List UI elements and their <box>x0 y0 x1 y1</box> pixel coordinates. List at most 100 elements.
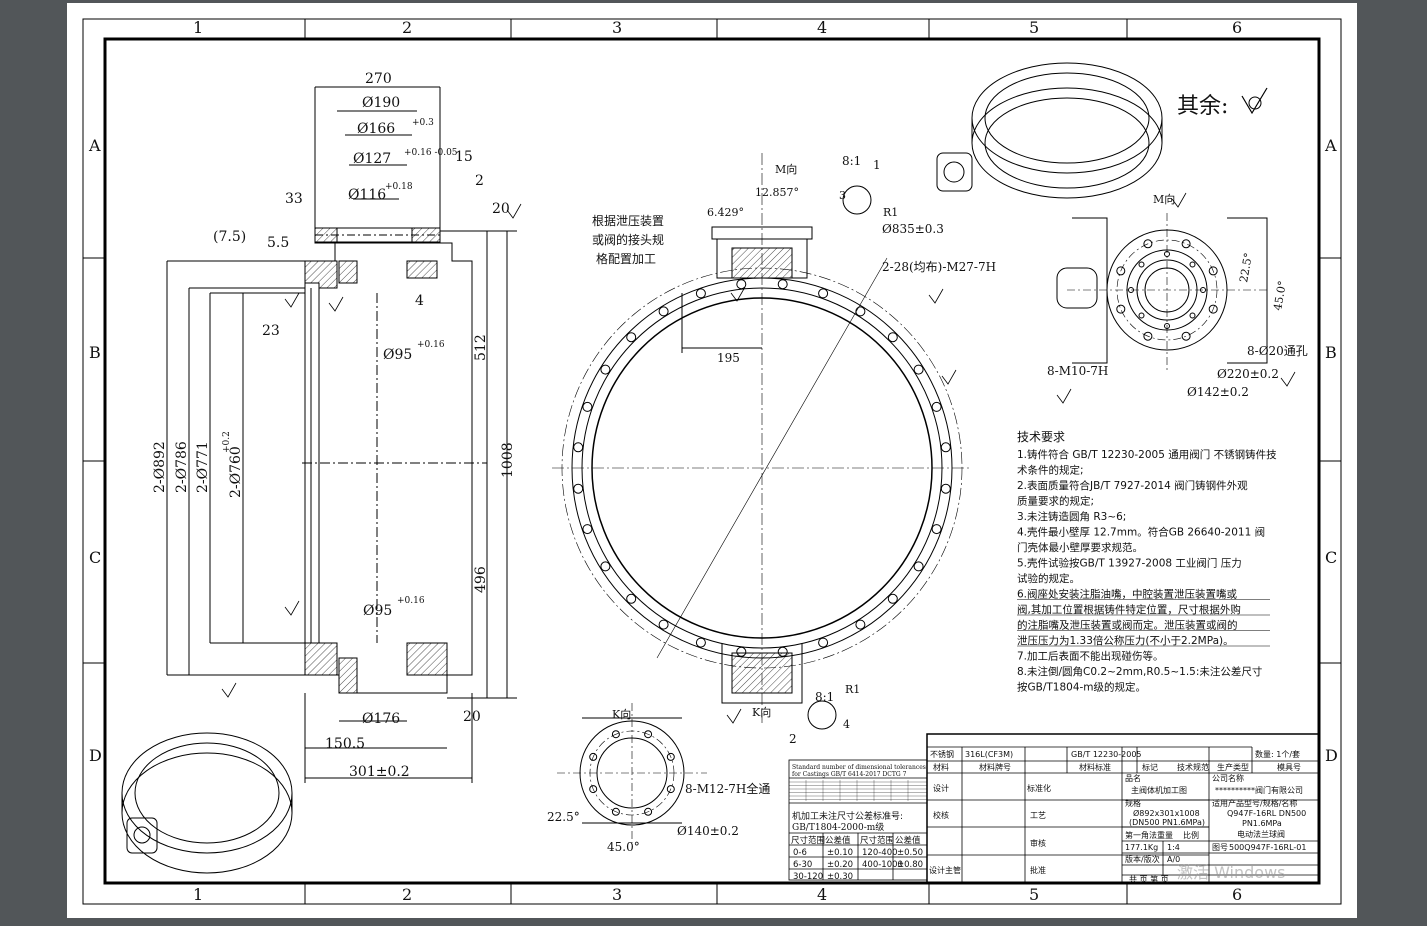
dim-95b: Ø95 <box>363 603 392 619</box>
tb-spec1: Ø892x301x1008 <box>1133 808 1200 818</box>
tb-version: 版本/版次 <box>1125 854 1160 864</box>
detail-3: 3 <box>839 189 846 202</box>
tb-prod2: PN1.6MPa <box>1242 819 1282 828</box>
detail-scale2: 8:1 <box>815 690 834 704</box>
m-view <box>1056 213 1268 373</box>
tol-cell: ±0.20 <box>827 860 853 870</box>
bolt-hole <box>913 561 924 572</box>
zone-col-3-top: 3 <box>612 18 622 37</box>
m-angle-45: 45.0° <box>1271 280 1289 312</box>
dim-150-5: 150.5 <box>325 736 365 752</box>
tb-approve: 批准 <box>1030 865 1046 875</box>
bolt-hole <box>931 524 942 535</box>
zone-col-6-top: 6 <box>1232 18 1242 37</box>
tb-model-v: 500Q947F-16RL-01 <box>1229 843 1306 852</box>
tech-line: 3.未注铸造圆角 R3~6; <box>1017 510 1126 523</box>
zone-row-C-left: C <box>89 548 101 567</box>
tol-header: 尺寸范围 <box>860 835 894 846</box>
zone-col-4-top: 4 <box>817 18 827 37</box>
tol-cell: 120-400 <box>862 848 898 858</box>
tb-hdr-1: 材料牌号 <box>979 762 1011 772</box>
bolt-hole <box>777 646 788 657</box>
tb-hdr-6: 模具号 <box>1277 762 1301 772</box>
tb-audit: 审核 <box>1030 838 1046 848</box>
zone-col-1-top: 1 <box>193 18 203 37</box>
roughness-symbol-icon <box>1280 371 1296 387</box>
tol-cell: 400-1000 <box>862 860 903 870</box>
bolt-holes <box>573 279 951 657</box>
dim-166: Ø166 <box>357 121 395 137</box>
tb-weight-v: 177.1Kg <box>1125 843 1158 852</box>
finish-symbol-icon <box>1241 87 1268 115</box>
bolt-hole <box>940 442 951 453</box>
dim-116: Ø116 <box>348 187 386 203</box>
detail-scale: 8:1 <box>842 154 861 168</box>
tech-line: 5.壳件试验按GB/T 13927-2008 工业阀门 压力 <box>1017 557 1242 570</box>
k-view <box>557 703 707 843</box>
m-thread-hole <box>1138 261 1145 268</box>
surface-finish-label: 其余: <box>1177 94 1228 119</box>
tech-line: 试验的规定。 <box>1017 572 1080 585</box>
tb-hdr-4: 技术规范 <box>1177 762 1209 772</box>
tol-cell: 0-6 <box>793 848 807 858</box>
bolt-hole <box>626 332 637 343</box>
tol-caption1: Standard number of dimensional tolerance… <box>792 764 926 771</box>
tb-model: 图号 <box>1212 843 1228 852</box>
zone-row-A-left: A <box>88 136 101 155</box>
detail-r1b: R1 <box>845 683 860 696</box>
roughness-symbol-icon <box>1056 388 1072 404</box>
roughness-symbol-icon <box>506 203 522 219</box>
tb-std-check: 标准化 <box>1027 783 1051 793</box>
zone-row-C-right: C <box>1325 548 1337 567</box>
k-hole <box>666 785 675 794</box>
dim-760-tol: +0.2 <box>222 431 232 453</box>
tol-cell: ±0.10 <box>827 848 853 858</box>
dim-33: 33 <box>285 191 303 207</box>
m-view-title: M向 <box>1153 192 1175 206</box>
m-view-arrow: M向 <box>775 162 797 176</box>
tol-caption4: GB/T1804-2000-m级 <box>792 821 884 833</box>
bolt-hole <box>600 561 611 572</box>
bolt-hole <box>931 401 942 412</box>
bolt-hole <box>600 364 611 375</box>
tb-design: 设计 <box>933 783 949 793</box>
tol-header: 公差值 <box>895 835 921 846</box>
tolerance-table <box>788 759 928 881</box>
tech-line: 阀,其加工位置根据铸件特定位置，尺寸根据外购 <box>1017 603 1241 616</box>
detail-1: 1 <box>873 158 881 172</box>
k-dim-140: Ø140±0.2 <box>677 824 739 838</box>
iso-view-bottom <box>121 732 293 874</box>
m-hole <box>1181 331 1191 341</box>
note-line3: 格配置加工 <box>596 251 656 266</box>
tol-cell: 30-120 <box>793 872 823 882</box>
bolt-hole <box>855 306 866 317</box>
tb-process: 工艺 <box>1030 811 1046 820</box>
k-hole <box>611 730 620 739</box>
m-hole <box>1143 239 1153 249</box>
zone-col-5-bottom: 5 <box>1029 885 1039 904</box>
tb-weight: 重量 <box>1157 830 1173 840</box>
tol-cell: ±0.80 <box>897 860 923 870</box>
dim-95b-tol: +0.16 <box>397 596 425 606</box>
dim-166-tol: +0.3 <box>412 118 434 128</box>
bolt-hole <box>582 401 593 412</box>
dim-4: 4 <box>415 293 424 309</box>
tb-prod1: Q947F-16RL DN500 <box>1227 809 1306 818</box>
zone-row-D-right: D <box>1325 746 1338 765</box>
zone-col-1-bottom: 1 <box>193 885 203 904</box>
tech-line: 术条件的规定; <box>1017 464 1084 477</box>
m-hole <box>1116 304 1126 314</box>
bolt-hole <box>887 332 898 343</box>
roughness-symbol-icon <box>941 369 957 385</box>
k-hole <box>644 730 653 739</box>
zone-col-4-bottom: 4 <box>817 885 827 904</box>
k-hole <box>666 752 675 761</box>
m-thread-hole <box>1189 261 1196 268</box>
bolt-hole <box>695 637 706 648</box>
detail-r1: R1 <box>883 206 898 219</box>
zone-row-D-left: D <box>89 746 102 765</box>
tol-header: 公差值 <box>825 835 851 846</box>
bolt-hole <box>582 524 593 535</box>
